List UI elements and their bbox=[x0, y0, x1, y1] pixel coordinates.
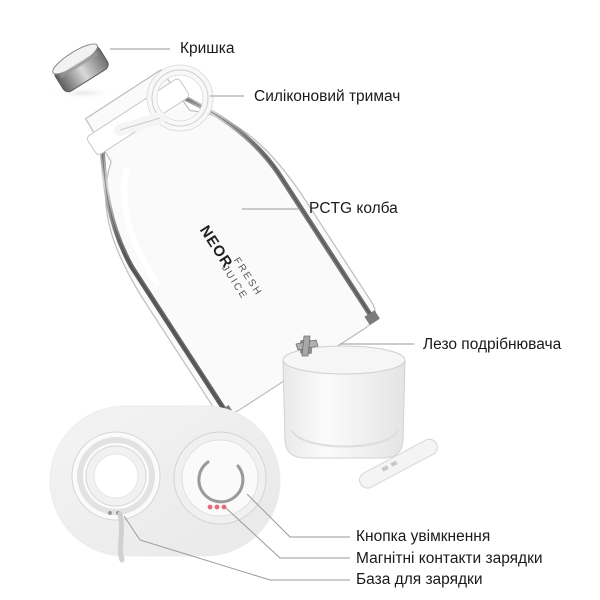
motor-bottom bbox=[173, 431, 267, 525]
blade-icon bbox=[295, 335, 319, 357]
magnetic-contact-icon bbox=[207, 504, 213, 510]
charging-base bbox=[49, 405, 281, 563]
flask-body bbox=[84, 68, 376, 415]
label-lid: Кришка bbox=[180, 40, 235, 57]
magnetic-contact-icon bbox=[221, 504, 227, 510]
label-magnetic-contacts: Магнітні контакти зарядки bbox=[356, 550, 543, 567]
label-blade: Лезо подрібнювача bbox=[423, 336, 562, 353]
power-button-icon[interactable] bbox=[197, 460, 245, 504]
lid bbox=[49, 43, 117, 99]
label-silicone-holder: Силіконовий тримач bbox=[254, 88, 401, 105]
magnetic-contact-icon bbox=[214, 504, 220, 510]
charging-dock bbox=[71, 431, 161, 563]
silicone-holder bbox=[114, 64, 214, 136]
flask-assembly: NEOR FRESH JUICE bbox=[84, 64, 380, 420]
callout-line-base bbox=[123, 515, 350, 581]
callout-line-contacts bbox=[225, 507, 350, 559]
dock-contact-icon bbox=[108, 511, 112, 515]
label-charging-base: База для зарядки bbox=[356, 571, 483, 588]
label-power-button: Кнопка увімкнення bbox=[356, 528, 491, 545]
blade-unit bbox=[282, 335, 438, 489]
callout-lines bbox=[110, 48, 414, 581]
callout-line-button bbox=[246, 493, 350, 538]
cable bbox=[117, 511, 125, 563]
label-flask: PCTG колба bbox=[309, 200, 398, 217]
